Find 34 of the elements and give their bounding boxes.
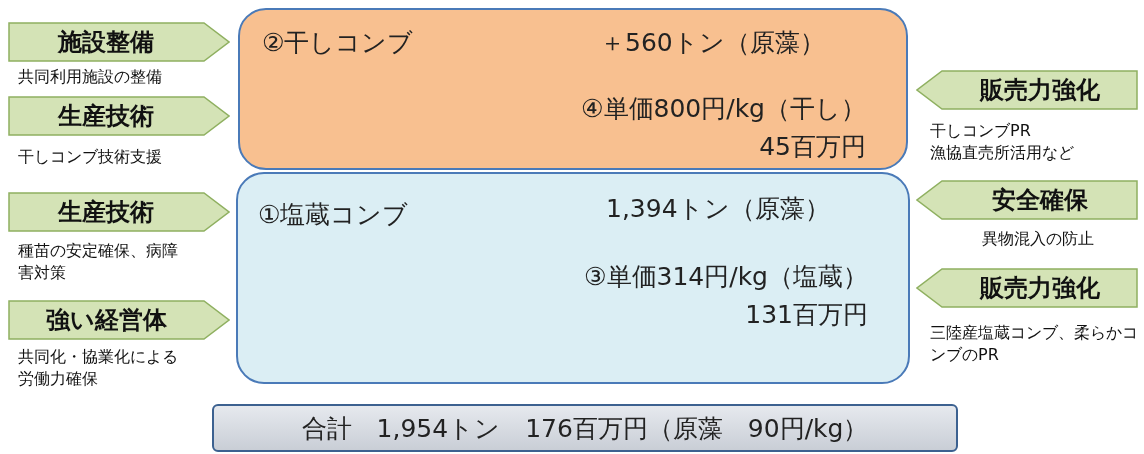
category-tag (916, 180, 1138, 220)
chevron-label: 生産技術 (56, 197, 155, 228)
panel-heading: ②干しコンブ (262, 27, 414, 59)
panel-text: 45百万円 (759, 131, 866, 163)
chevron-label: 施設整備 (56, 27, 155, 58)
caption-text: 種苗の安定確保、病障害対策 (18, 240, 179, 284)
panel-text: ③単価314円/kg（塩蔵） (584, 261, 868, 293)
caption-text: 異物混入の防止 (980, 228, 1095, 250)
category-tag (916, 70, 1138, 110)
caption-text: 共同利用施設の整備 (18, 66, 163, 88)
category-tag (8, 300, 230, 340)
category-tag (8, 22, 230, 62)
chevron-label: 安全確保 (991, 185, 1089, 216)
category-tag (8, 96, 230, 136)
category-tag (916, 268, 1138, 308)
total-bar (212, 404, 958, 452)
chevron-label: 販売力強化 (978, 273, 1101, 304)
panel-text: ④単価800円/kg（干し） (581, 93, 866, 125)
panel-text: 1,394トン（原藻） (606, 193, 830, 225)
caption-text: 共同化・協業化による労働力確保 (18, 346, 179, 390)
rounded-panel (236, 172, 910, 384)
caption-text: 三陸産塩蔵コンブ、柔らかコンブのPR (930, 322, 1139, 366)
total-text: 合計 1,954トン 176百万円（原藻 90円/kg） (300, 413, 870, 445)
chevron-label: 生産技術 (56, 101, 155, 132)
panel-text: ＋560トン（原藻） (600, 27, 825, 59)
chevron-label: 強い経営体 (44, 305, 168, 336)
caption-text: 干しコンブ技術支援 (18, 146, 163, 168)
panel-text: 131百万円 (745, 299, 868, 331)
rounded-panel (238, 8, 908, 170)
caption-text: 干しコンブPR (930, 120, 1032, 142)
category-tag (8, 192, 230, 232)
panel-heading: ①塩蔵コンブ (258, 199, 409, 231)
chevron-label: 販売力強化 (978, 75, 1101, 106)
caption-text: 漁協直売所活用など (930, 142, 1075, 164)
